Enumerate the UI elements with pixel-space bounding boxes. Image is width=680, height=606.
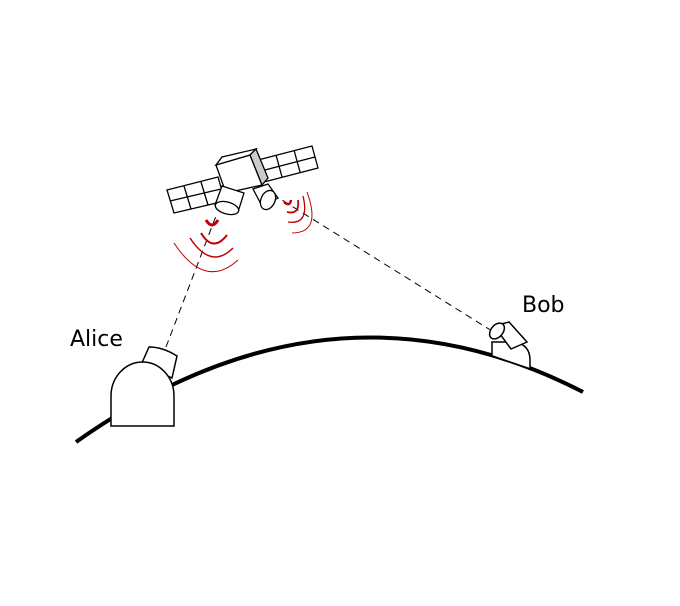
satellite-icon (166, 145, 319, 216)
bob-satellite-link (281, 199, 493, 332)
bob-signal-waves (283, 191, 313, 234)
alice-label: Alice (70, 327, 123, 352)
alice-telescope-icon (110, 346, 178, 427)
alice-satellite-link (165, 215, 217, 348)
bob-telescope-icon (488, 321, 531, 368)
alice-signal-waves (173, 219, 239, 273)
bob-label: Bob (522, 293, 565, 318)
